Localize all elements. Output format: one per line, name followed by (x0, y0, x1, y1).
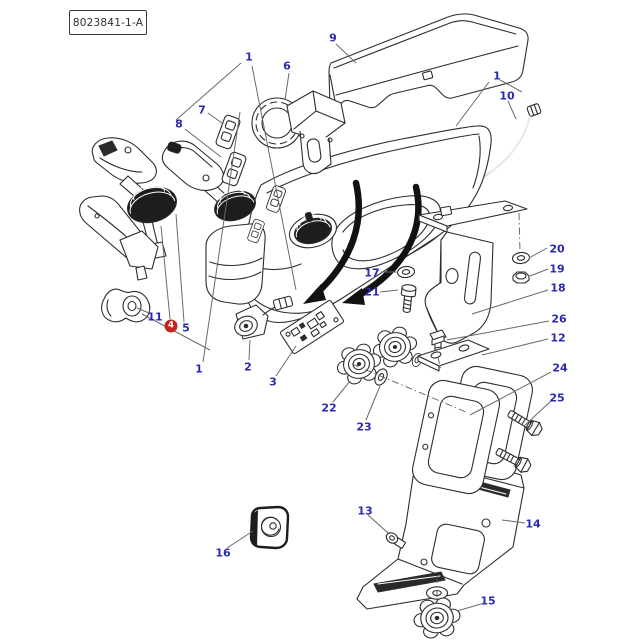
callout-26[interactable]: 26 (551, 312, 567, 326)
callout-18[interactable]: 18 (550, 281, 566, 295)
callout-4[interactable]: 4 (164, 319, 178, 333)
callout-7[interactable]: 7 (198, 103, 206, 117)
callout-23[interactable]: 23 (356, 420, 372, 434)
leader-line (367, 514, 389, 534)
leader-line (141, 313, 211, 351)
callout-11[interactable]: 11 (147, 310, 163, 324)
leader-line (332, 380, 351, 403)
part-14-support-bracket (356, 446, 525, 610)
leader-line (202, 111, 241, 363)
callout-16[interactable]: 16 (215, 546, 231, 560)
part-number-label: 8023841-1-A (69, 10, 147, 35)
callout-24[interactable]: 24 (552, 361, 568, 375)
callout-1b[interactable]: 1 (493, 69, 501, 83)
leader-line (184, 128, 222, 158)
part-number-text: 8023841-1-A (72, 16, 144, 29)
callout-1a[interactable]: 1 (245, 50, 253, 64)
leader-line (136, 307, 150, 314)
part-12-plate (417, 339, 490, 372)
leader-line (455, 81, 490, 127)
part-13-screw (385, 532, 406, 549)
leader-lines (136, 43, 552, 612)
callout-21[interactable]: 21 (364, 285, 380, 299)
leader-line (529, 268, 549, 277)
axis-line (437, 356, 442, 372)
leader-line (251, 65, 297, 291)
part-19-nut (512, 271, 530, 284)
callout-15[interactable]: 15 (480, 594, 496, 608)
callout-10[interactable]: 10 (499, 89, 515, 103)
callout-5[interactable]: 5 (182, 321, 190, 335)
callout-3[interactable]: 3 (269, 375, 277, 389)
part-24-frames (412, 365, 533, 495)
leader-line (507, 100, 517, 120)
leader-line (499, 79, 523, 93)
callout-19[interactable]: 19 (549, 262, 565, 276)
joystick-left-boot (127, 184, 177, 224)
axis-lines (351, 212, 521, 602)
leader-line (207, 112, 223, 124)
axis-line (518, 212, 521, 252)
leader-line (446, 320, 550, 341)
leader-line (501, 519, 526, 524)
leader-line (284, 72, 290, 101)
leader-line (226, 530, 254, 549)
part-6-rotary-control (251, 90, 346, 175)
leader-line (528, 247, 548, 259)
part-16-clip (249, 505, 290, 550)
part-21-bolt (400, 284, 417, 313)
callout-25[interactable]: 25 (549, 391, 565, 405)
callout-14[interactable]: 14 (525, 517, 541, 531)
callout-17[interactable]: 17 (364, 266, 380, 280)
leader-line (365, 385, 381, 421)
leader-line (275, 345, 297, 377)
axis-line (351, 363, 467, 413)
callout-2[interactable]: 2 (244, 360, 252, 374)
leader-line (469, 371, 552, 416)
leader-line (471, 289, 549, 315)
leader-line (160, 225, 171, 320)
console-boot-ring (288, 211, 338, 249)
callout-12[interactable]: 12 (550, 331, 566, 345)
leader-line (456, 603, 482, 612)
leader-line (175, 62, 242, 121)
part-joystick-left (79, 137, 177, 281)
callout-1c[interactable]: 1 (195, 362, 203, 376)
part-2-sensor (234, 295, 294, 340)
leader-line (248, 339, 251, 361)
part-3-circuit-board (279, 299, 345, 355)
leader-line (335, 43, 357, 64)
callout-20[interactable]: 20 (549, 242, 565, 256)
leader-line (523, 400, 552, 427)
assembly-arrows (303, 179, 422, 305)
callout-9[interactable]: 9 (329, 31, 337, 45)
callout-13[interactable]: 13 (357, 504, 373, 518)
leader-line (175, 213, 185, 323)
leader-line (379, 289, 399, 293)
part-18-bracket (418, 200, 528, 344)
leader-line (481, 338, 549, 356)
callout-8[interactable]: 8 (175, 117, 183, 131)
callout-6[interactable]: 6 (283, 59, 291, 73)
callout-22[interactable]: 22 (321, 401, 337, 415)
